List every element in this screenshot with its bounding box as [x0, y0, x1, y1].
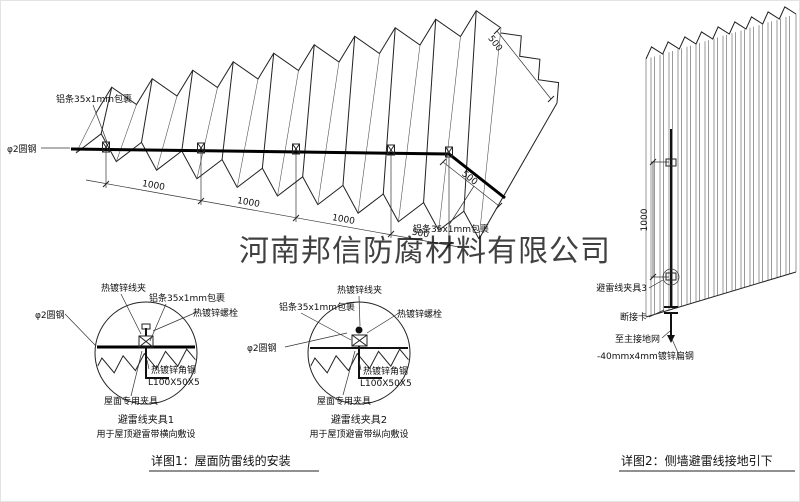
roof-ridge-line [140, 78, 153, 143]
roof-isometric-view: 1000 1000 1000 500 500 500 铝条35x1mm包裹 φ2… [7, 9, 560, 249]
wall-top-profile [645, 6, 797, 60]
roof-ridge-line [221, 61, 234, 160]
side-wall-view: 1000 避雷线夹具3 断接卡 至主接地网 -40mmx4mm镀锌扁钢 [596, 6, 797, 362]
corrugation-section [309, 348, 409, 376]
roof-ridge-line [181, 70, 194, 152]
roof-end-edge [478, 102, 558, 240]
leader-line [671, 338, 680, 356]
roof-back-profile [95, 9, 502, 114]
roof-valley-line [438, 36, 461, 231]
detail-1-title: 避雷线夹具1 [118, 413, 174, 426]
roof-valley-line [277, 70, 299, 197]
detail-2-subtitle: 用于屋顶避雷带纵向敷设 [309, 428, 408, 440]
leader-line [448, 185, 475, 226]
dim-label-wall: 1000 [640, 208, 650, 231]
ground-arrow [667, 335, 675, 343]
company-watermark: 河南邦信防腐材料有限公司 [239, 234, 611, 269]
label-angle-steel: 热镀锌角钢 [151, 364, 196, 376]
dim-label-1: 1000 [141, 179, 166, 193]
dim-label-3: 1000 [331, 213, 356, 227]
roof-valley-line [317, 61, 340, 205]
leader-line [648, 309, 665, 318]
figure-captions: 详图1：屋面防雷线的安装 详图2：侧墙避雷线接地引下 [149, 453, 795, 472]
lightning-wire [70, 147, 506, 200]
label-aluminum-strip-top: 铝条35x1mm包裹 [56, 93, 132, 105]
roof-ridge-line [100, 87, 113, 134]
roof-valley-line [75, 112, 97, 154]
detail-2-clamp-hardware [351, 326, 382, 379]
roof-ridge-line [423, 19, 437, 203]
roof-corrugation [75, 9, 560, 240]
detail-1-subtitle: 用于屋顶避雷带横向敷设 [96, 428, 195, 440]
wall-bottom-edge [645, 271, 797, 318]
wire-cross-section [355, 326, 363, 334]
roof-ridge-line [261, 53, 275, 169]
roof-end-profile [500, 32, 560, 104]
detail-1-circle [94, 301, 198, 405]
label-wall-clamp: 避雷线夹具3 [596, 282, 647, 294]
wall-corrugation [645, 6, 797, 318]
label-angle-steel: 热镀锌角钢 [363, 365, 408, 377]
label-galvanized-bolt: 热镀锌螺栓 [193, 307, 238, 319]
detail-1-leaders [64, 293, 198, 397]
label-aluminum-strip: 铝条35x1mm包裹 [149, 292, 225, 304]
angle-steel [145, 347, 169, 379]
roof-valley-line [357, 53, 380, 214]
dim-label-end: 500 [485, 34, 504, 54]
dim-label-2: 1000 [236, 196, 261, 210]
roof-valley-line [398, 44, 421, 222]
leader-line [648, 279, 664, 289]
label-roof-fixture: 屋面专用夹具 [317, 395, 371, 407]
roof-valley-line [196, 87, 218, 179]
label-flat-steel: -40mmx4mm镀锌扁钢 [597, 350, 694, 362]
detail-2-corrugation [309, 348, 409, 376]
roof-ridge-line [463, 10, 477, 212]
label-galvanized-bolt: 热镀锌螺栓 [397, 308, 442, 320]
label-hot-dip-clamp: 热镀锌线夹 [101, 282, 146, 294]
leader-line [661, 330, 671, 339]
detail-2-clamp: 铝条35x1mm包裹 热镀锌线夹 热镀锌螺栓 φ2圆钢 热镀锌角钢 L100X5… [247, 284, 442, 440]
label-round-steel: φ2圆钢 [7, 143, 37, 155]
roof-valley-line [116, 104, 137, 162]
detail-1-corrugation [96, 348, 196, 376]
roof-valley-line [236, 78, 259, 188]
dim-label-4: 500 [411, 228, 430, 241]
roof-end-dimension: 500 [485, 27, 555, 103]
caption-fig2: 详图2：侧墙避雷线接地引下 [621, 453, 773, 468]
label-angle-size: L100X50X5 [148, 378, 200, 388]
leader-line [92, 104, 108, 143]
wall-dimension: 1000 [640, 158, 669, 281]
label-disconnect-link: 断接卡 [620, 311, 647, 323]
detail-1-clamp-hardware [138, 323, 169, 379]
detail-1-clamp: 热镀锌线夹 铝条35x1mm包裹 热镀锌螺栓 φ2圆钢 热镀锌角钢 L100X5… [35, 282, 238, 440]
corrugation-section [96, 348, 196, 376]
angle-steel [358, 346, 382, 379]
roof-valley-line [478, 27, 502, 240]
wall-clamp [665, 158, 677, 167]
roof-ridge-line [382, 27, 396, 195]
dim-label-drop: 500 [459, 169, 479, 188]
label-aluminum-strip: 铝条35x1mm包裹 [279, 301, 355, 313]
roof-dimension-chain: 1000 1000 1000 500 [85, 151, 460, 249]
label-to-main-ground: 至主接地网 [615, 333, 660, 345]
detail-2-leaders [284, 295, 400, 396]
label-hot-dip-clamp: 热镀锌线夹 [337, 284, 382, 296]
label-aluminum-strip-bottom: 铝条35x1mm包裹 [413, 223, 489, 235]
label-round-steel: φ2圆钢 [35, 309, 65, 321]
roof-ridge-line [302, 44, 315, 177]
label-roof-fixture: 屋面专用夹具 [104, 395, 158, 407]
label-round-steel: φ2圆钢 [247, 342, 277, 354]
wall-clamp [665, 272, 677, 281]
detail-2-title: 避雷线夹具2 [331, 413, 387, 426]
roof-valley-line [156, 95, 178, 171]
disconnect-link [664, 303, 678, 343]
roof-ridge-line [342, 36, 356, 186]
label-angle-size: L100X50X5 [360, 379, 412, 389]
caption-fig1: 详图1：屋面防雷线的安装 [151, 453, 291, 468]
